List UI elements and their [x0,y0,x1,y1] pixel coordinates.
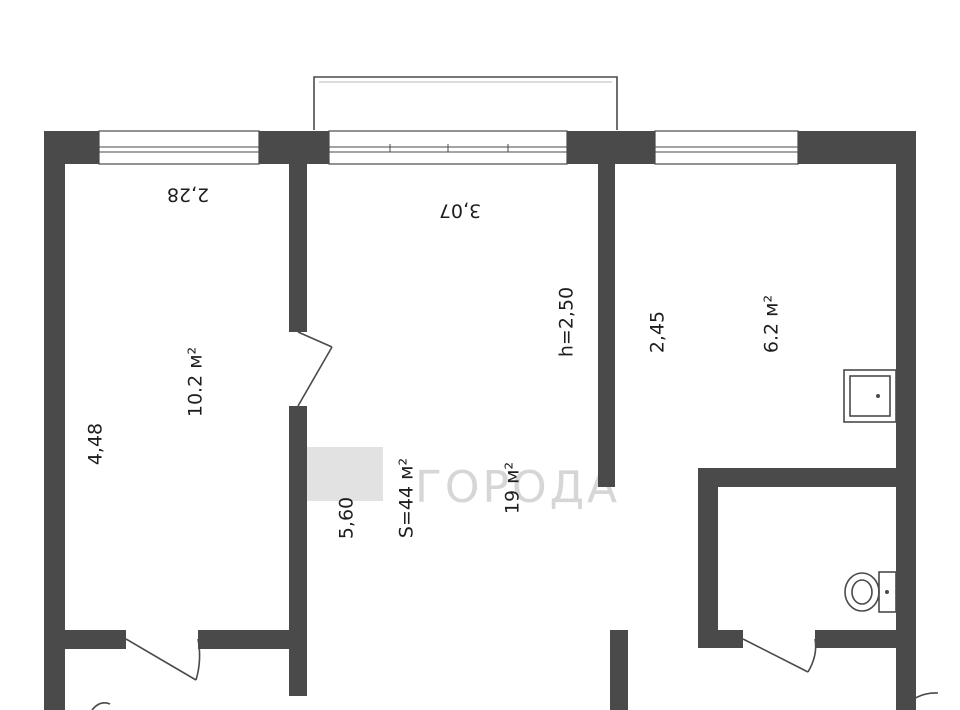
sink [843,369,897,423]
sink-outline [843,369,897,423]
kitchen-length: 2,45 [647,311,669,353]
wall-partition-upper [289,164,307,332]
window-main-room [328,130,568,165]
left-room-area: 10.2 м² [185,347,207,417]
walls [44,131,916,710]
toilet-bowl [844,572,880,612]
wall-bathroom-left [698,468,718,648]
wall-bathroom-top [698,468,896,487]
sink-drain-icon [876,394,880,398]
wall-left-room-bottom-right [198,630,307,649]
labels: 2,28 3,07 10.2 м² 4,48 h=2,50 2,45 6.2 м… [85,184,783,540]
door-arc-bottom-left [91,702,111,710]
wall-bathroom-bottom-left [698,630,743,648]
wall-corridor-stub [610,630,628,710]
wall-left-room-bottom-left [44,630,126,649]
watermark-text: ГОРОДА [415,462,620,513]
wall-outer-left [44,131,65,710]
main-room-width: 3,07 [439,200,481,222]
main-room-area: 19 м² [502,462,524,514]
balcony [313,76,618,130]
wall-top-pier-1 [259,131,329,164]
windows [98,130,799,165]
window-left-room [98,130,260,165]
door-left-room-bottom [125,638,201,681]
main-room-length: 5,60 [336,497,358,539]
wall-partition-lower [289,406,307,696]
doors [91,331,939,710]
wall-outer-right [896,131,916,710]
watermark: ГОРОДА [307,447,620,513]
toilet [844,571,897,613]
total-area: S=44 м² [396,458,418,538]
sink-bowl [849,375,891,417]
left-room-width: 2,28 [167,184,209,206]
door-bathroom [742,638,817,673]
door-arc-bottom-right [901,692,939,710]
balcony-outline [313,76,618,130]
window-kitchen [654,130,799,165]
kitchen-area: 6.2 м² [761,295,783,353]
toilet-flush-icon [885,590,889,594]
toilet-seat [851,579,873,605]
door-left-room [297,331,333,407]
ceiling-height: h=2,50 [556,287,578,357]
wall-bathroom-bottom-right [815,630,896,648]
wall-kitchen-partition [598,164,615,487]
watermark-logo [307,447,383,501]
left-room-length: 4,48 [85,423,107,465]
wall-top-pier-2 [567,131,655,164]
